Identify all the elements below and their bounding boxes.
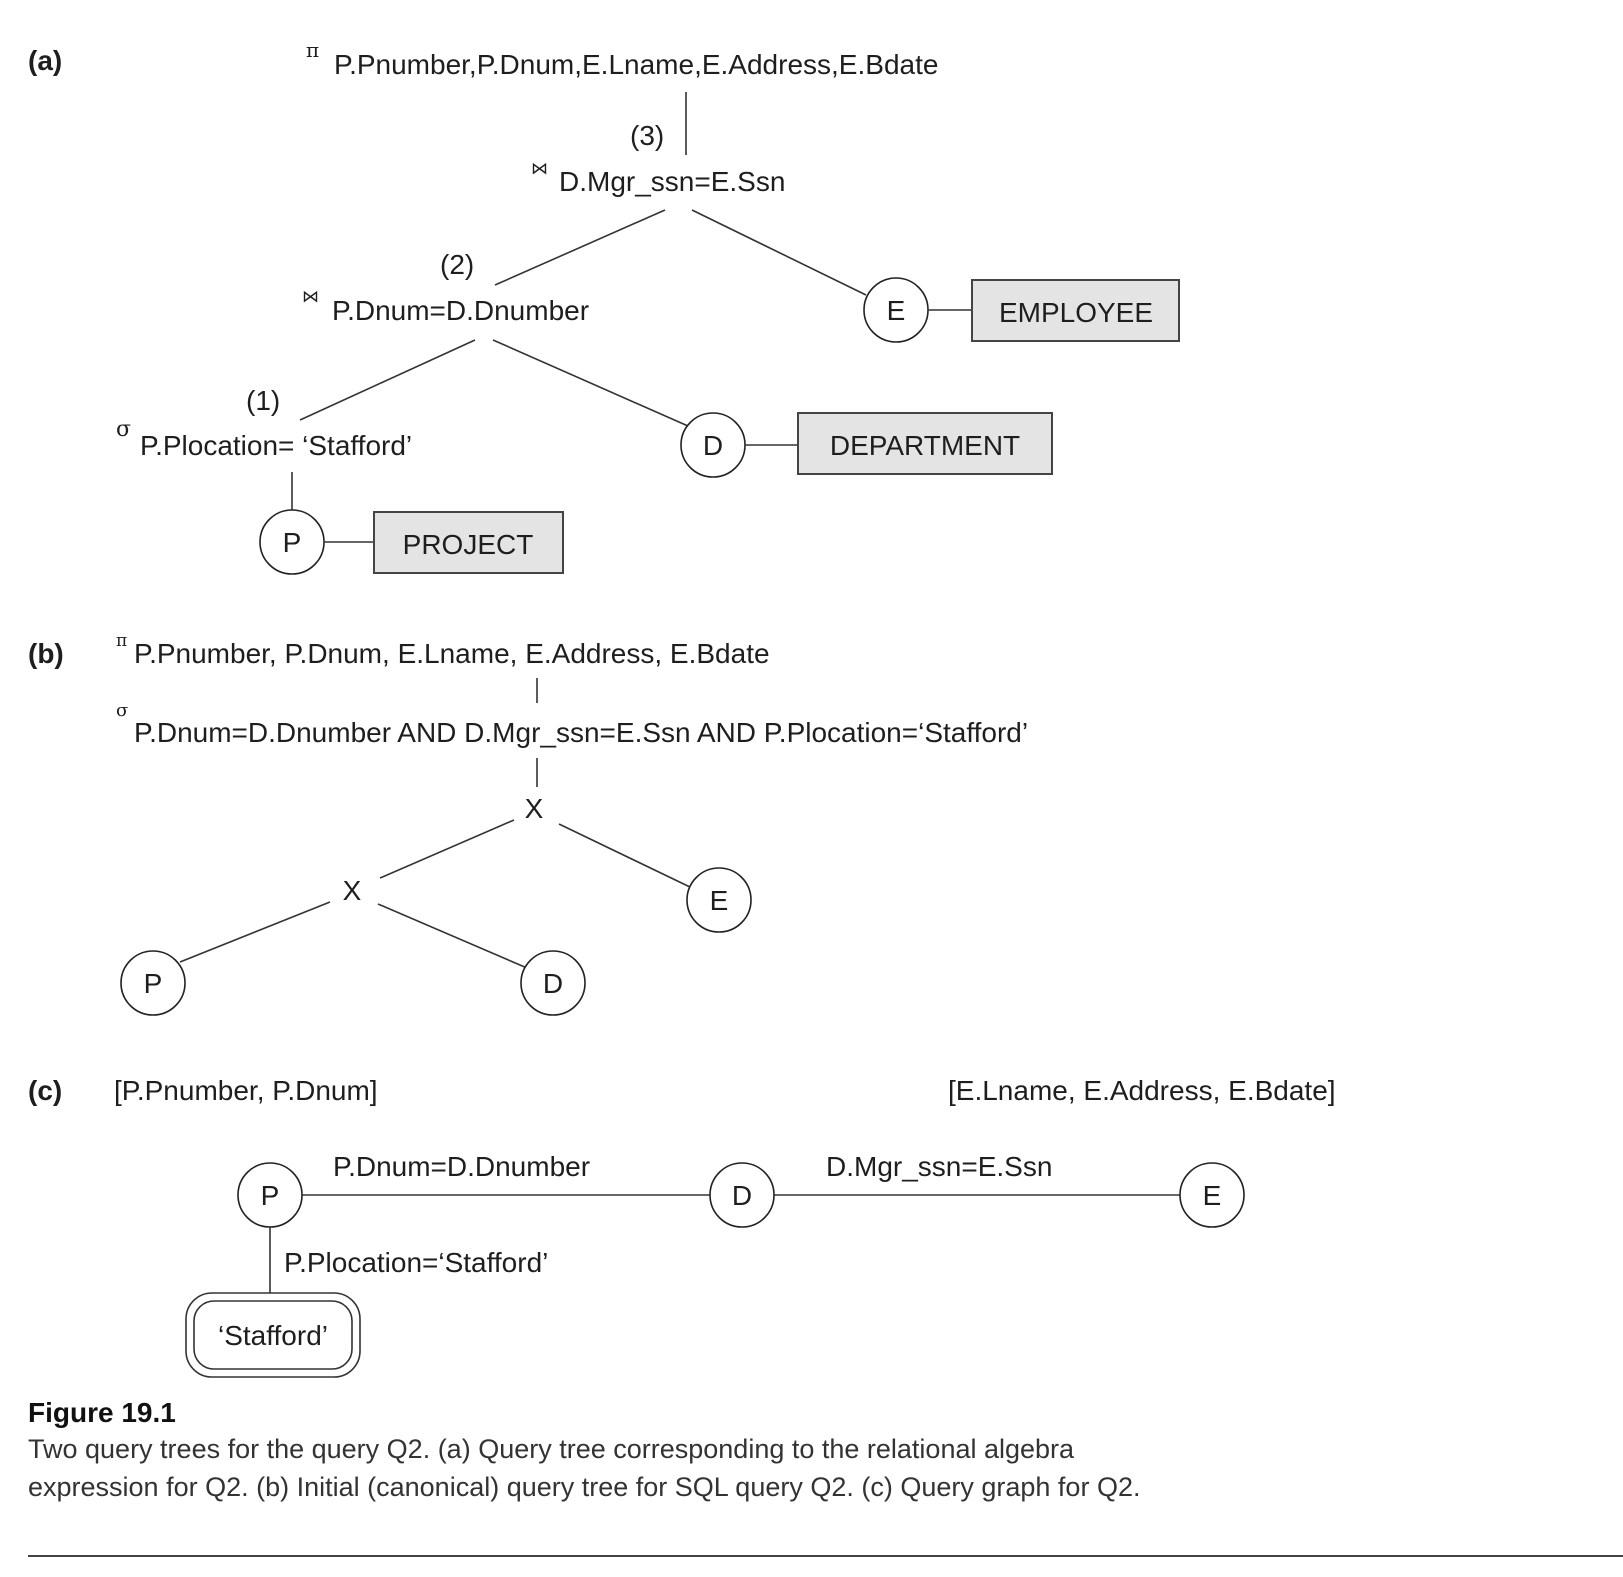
attributes-left: [P.Pnumber, P.Dnum]: [114, 1075, 378, 1106]
selection-condition: P.Plocation= ‘Stafford’: [140, 430, 412, 461]
node-d-c: [709, 1162, 775, 1228]
table-employee: [971, 279, 1180, 342]
projection-symbol-b: π: [116, 631, 127, 651]
panel-c-label: (c): [28, 1075, 62, 1106]
table-project-label: PROJECT: [403, 529, 534, 560]
node-e-b: [686, 867, 752, 933]
edge-p-d-label: P.Dnum=D.Dnumber: [333, 1151, 590, 1182]
node-d-b-label: D: [543, 968, 563, 999]
step-2-label: (2): [440, 249, 474, 280]
node-p-b: [120, 950, 186, 1016]
constant-node-inner: [193, 1300, 353, 1370]
attributes-right: [E.Lname, E.Address, E.Bdate]: [948, 1075, 1336, 1106]
cross-product-top: X: [525, 793, 544, 824]
edge-join-mid-left: [299, 339, 476, 421]
join-condition-mid: P.Dnum=D.Dnumber: [332, 295, 589, 326]
node-d-c-label: D: [732, 1180, 752, 1211]
edge-cross-mid-left: [179, 901, 331, 963]
panel-b-label: (b): [28, 638, 64, 669]
node-e-c: [1179, 1162, 1245, 1228]
table-employee-label: EMPLOYEE: [999, 297, 1153, 328]
caption-line-2: expression for Q2. (b) Initial (canonica…: [28, 1472, 1141, 1502]
node-p-b-label: P: [144, 968, 163, 999]
node-e-c-label: E: [1203, 1180, 1222, 1211]
join-symbol-mid: ⋈: [302, 287, 319, 307]
figure-title: Figure 19.1: [28, 1397, 176, 1428]
edge-join-top-left: [494, 209, 666, 286]
edge-cross-mid-right: [377, 903, 528, 969]
edge-p-constant-label: P.Plocation=‘Stafford’: [284, 1247, 548, 1278]
edge-cross-top-right: [558, 823, 693, 889]
node-p-c-label: P: [261, 1180, 280, 1211]
edge-join-top-right: [691, 209, 867, 296]
node-e-b-label: E: [710, 885, 729, 916]
select-symbol: σ: [116, 417, 131, 442]
node-d-b: [520, 950, 586, 1016]
table-department: [797, 412, 1053, 475]
cross-product-mid: X: [343, 875, 362, 906]
node-e-label: E: [887, 295, 906, 326]
panel-a-label: (a): [28, 45, 62, 76]
projection-symbol: π: [306, 38, 319, 62]
selection-condition-b: P.Dnum=D.Dnumber AND D.Mgr_ssn=E.Ssn AND…: [134, 717, 1028, 748]
table-department-label: DEPARTMENT: [830, 430, 1020, 461]
panel-a: (a) π P.Pnumber,P.Dnum,E.Lname,E.Address…: [28, 38, 1180, 575]
edge-join-mid-right: [492, 339, 689, 427]
join-symbol-top: ⋈: [531, 159, 548, 179]
figure-caption: Figure 19.1 Two query trees for the quer…: [28, 1396, 1428, 1506]
panel-c: (c) [P.Pnumber, P.Dnum] [E.Lname, E.Addr…: [28, 1075, 1336, 1378]
projection-attributes-b: P.Pnumber, P.Dnum, E.Lname, E.Address, E…: [134, 638, 770, 669]
bottom-divider: [28, 1555, 1623, 1557]
constant-node-label: ‘Stafford’: [218, 1320, 328, 1351]
table-project: [373, 511, 564, 574]
step-1-label: (1): [246, 385, 280, 416]
panel-b: (b) π P.Pnumber, P.Dnum, E.Lname, E.Addr…: [28, 631, 1028, 1016]
node-d-label: D: [703, 430, 723, 461]
edge-cross-top-left: [379, 819, 515, 879]
constant-node-outer: [185, 1292, 361, 1378]
step-3-label: (3): [630, 120, 664, 151]
edge-d-e-label: D.Mgr_ssn=E.Ssn: [826, 1151, 1052, 1182]
projection-attributes: P.Pnumber,P.Dnum,E.Lname,E.Address,E.Bda…: [334, 49, 938, 80]
join-condition-top: D.Mgr_ssn=E.Ssn: [559, 166, 785, 197]
caption-line-1: Two query trees for the query Q2. (a) Qu…: [28, 1434, 1075, 1464]
node-p-label: P: [283, 527, 302, 558]
select-symbol-b: σ: [116, 700, 128, 721]
